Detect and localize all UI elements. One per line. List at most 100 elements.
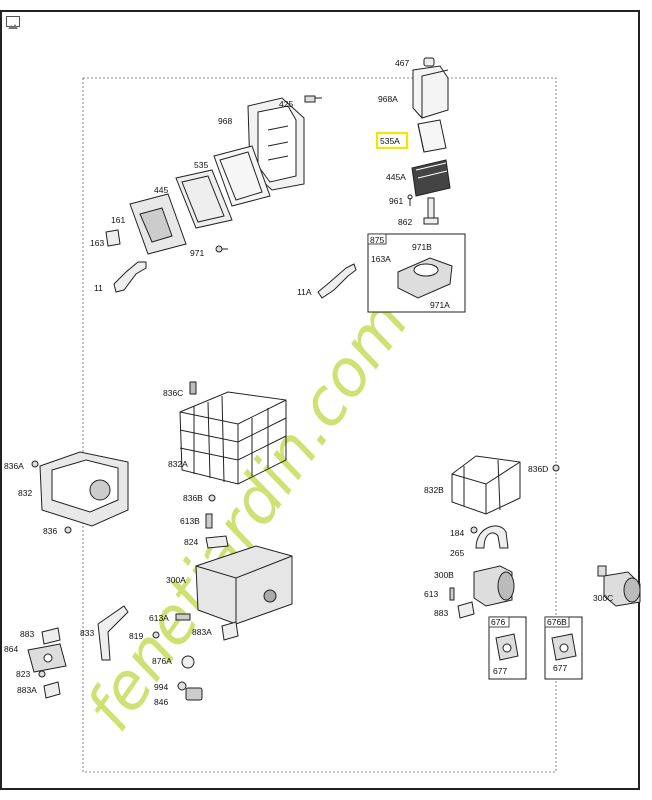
air-cleaner-base-875 [397,257,453,299]
screw-836A [31,460,39,468]
part-label-676B[interactable]: 676B [547,617,567,627]
muffler-300B [473,565,515,607]
screw-961 [407,194,413,206]
part-label-613A[interactable]: 613A [149,613,169,623]
part-label-677-right[interactable]: 677 [553,663,567,673]
part-label-832[interactable]: 832 [18,488,32,498]
part-label-836B[interactable]: 836B [183,493,203,503]
part-label-445[interactable]: 445 [154,185,168,195]
watermark-text: fenetjardin.com [72,287,423,744]
part-label-968A[interactable]: 968A [378,94,398,104]
part-label-613[interactable]: 613 [424,589,438,599]
part-label-265[interactable]: 265 [450,548,464,558]
gasket-163 [105,229,121,247]
clamp-876A [181,655,195,669]
screw-836 [64,526,72,534]
shield-832 [39,451,129,527]
part-label-832B[interactable]: 832B [424,485,444,495]
part-label-163A[interactable]: 163A [371,254,391,264]
part-label-823[interactable]: 823 [16,669,30,679]
flange-864 [27,643,67,673]
part-label-836[interactable]: 836 [43,526,57,536]
breather-tube-11A [317,263,357,299]
part-label-846[interactable]: 846 [154,697,168,707]
part-label-300A[interactable]: 300A [166,575,186,585]
bolt-613A [175,613,191,621]
part-label-300C[interactable]: 300C [593,593,613,603]
base-161 [129,193,187,255]
screw-836D [552,464,560,472]
part-label-535A[interactable]: 535A [380,136,400,146]
watermark: fenetjardin.com [72,287,423,744]
air-cleaner-cover-968 [247,97,305,191]
part-label-836D[interactable]: 836D [528,464,548,474]
part-label-862[interactable]: 862 [398,217,412,227]
part-label-163[interactable]: 163 [90,238,104,248]
part-label-883[interactable]: 883 [20,629,34,639]
assembly-boundary [82,77,557,773]
air-filter-535A [417,119,447,153]
part-label-883A-left[interactable]: 883A [17,685,37,695]
part-label-819[interactable]: 819 [129,631,143,641]
part-label-161[interactable]: 161 [111,215,125,225]
bracket-833 [97,605,129,661]
screw-184 [470,526,478,534]
part-label-875[interactable]: 875 [370,235,384,245]
part-label-883-right[interactable]: 883 [434,608,448,618]
spark-arrestor-676 [495,633,519,661]
air-cleaner-cover-968A [412,57,449,119]
bolt-613B [205,513,213,529]
screw-836C [189,381,197,395]
part-label-535[interactable]: 535 [194,160,208,170]
screw-971 [215,245,228,253]
part-label-11A[interactable]: 11A [297,287,312,297]
part-label-677[interactable]: 677 [493,666,507,676]
part-label-836C[interactable]: 836C [163,388,183,398]
guard-832B [451,455,521,515]
part-label-971B[interactable]: 971B [412,242,432,252]
pre-filter-445 [175,169,233,229]
image-icon[interactable] [6,16,20,29]
gasket-883A-left [43,681,61,699]
elbow-994 [177,681,187,691]
clamp-265 [475,525,509,549]
part-label-300B[interactable]: 300B [434,570,454,580]
part-label-961[interactable]: 961 [389,196,403,206]
filter-535 [213,145,271,207]
muffler-300A [195,545,293,625]
part-label-994[interactable]: 994 [154,682,168,692]
part-labels: 467 968A 535A 445A 961 862 875 971B 163A… [4,58,613,707]
bolt-613 [449,587,455,601]
part-label-824[interactable]: 824 [184,537,198,547]
part-label-445A[interactable]: 445A [386,172,406,182]
part-label-864[interactable]: 864 [4,644,18,654]
stud-862 [423,197,439,225]
screw-823 [38,670,46,678]
gasket-883 [41,627,61,645]
part-label-613B[interactable]: 613B [180,516,200,526]
part-label-968[interactable]: 968 [218,116,232,126]
part-label-676[interactable]: 676 [491,617,505,627]
spark-arrestor-676B [551,633,577,661]
part-label-836A[interactable]: 836A [4,461,24,471]
muffler-300C [597,565,641,607]
highlight-box-535A [375,131,409,150]
part-label-971A[interactable]: 971A [430,300,450,310]
guard-832A [179,391,287,485]
part-label-184[interactable]: 184 [450,528,464,538]
part-label-467[interactable]: 467 [395,58,409,68]
part-label-876A[interactable]: 876A [152,656,172,666]
part-label-832A[interactable]: 832A [168,459,188,469]
pipe-846 [185,687,203,701]
part-label-11[interactable]: 11 [94,283,103,293]
part-label-883A[interactable]: 883A [192,627,212,637]
gasket-883A [221,621,239,641]
part-label-971[interactable]: 971 [190,248,204,258]
gasket-824 [205,535,229,549]
part-label-425[interactable]: 425 [279,99,293,109]
pre-filter-445A [411,159,451,197]
part-label-833[interactable]: 833 [80,628,94,638]
screw-836B [208,494,216,502]
